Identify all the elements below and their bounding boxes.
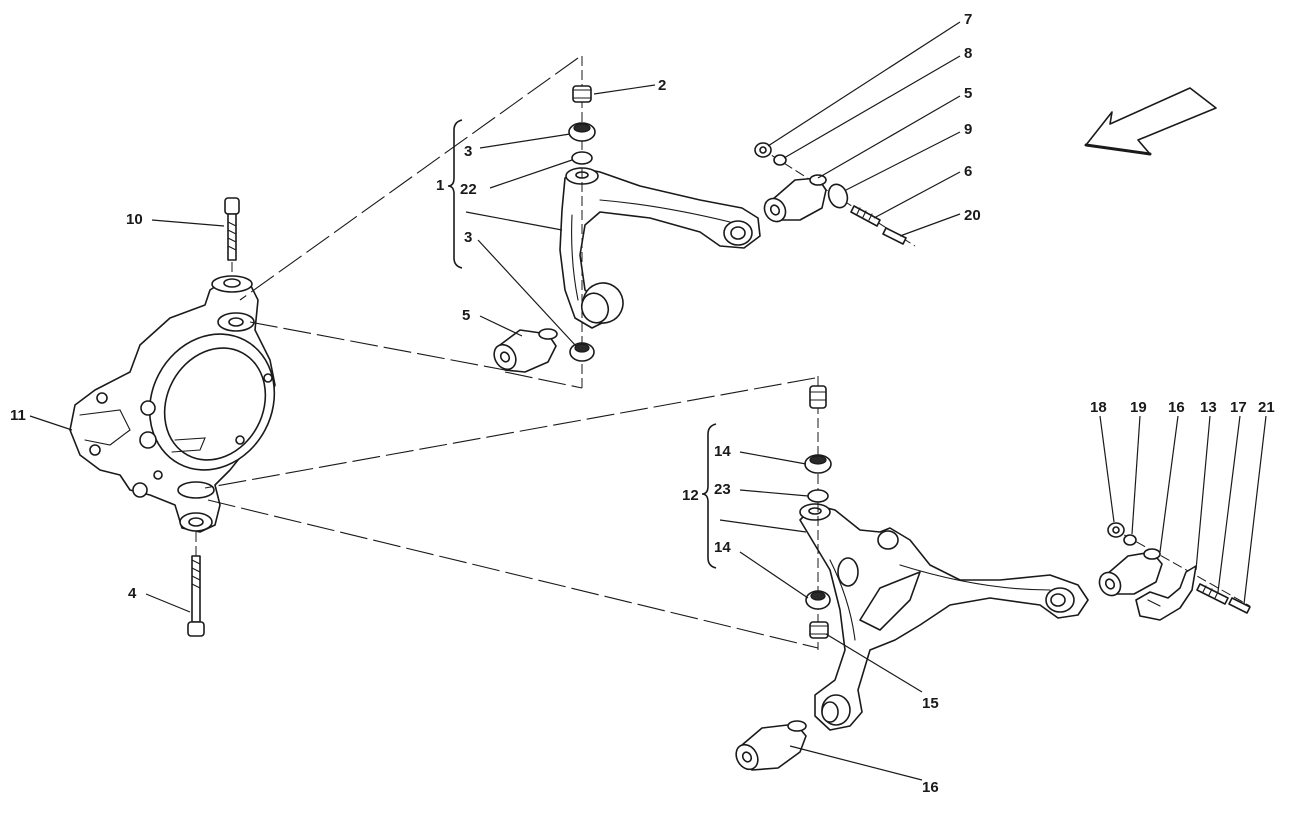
washer-22 (571, 151, 593, 165)
callout-9: 9 (964, 121, 972, 138)
bushing-15 (809, 621, 829, 639)
bolt-4 (187, 532, 205, 637)
assembly-phantom-lines (204, 57, 819, 649)
leader-lines (29, 21, 1267, 781)
callout-1: 1 (436, 177, 444, 194)
callout-12: 12 (682, 487, 699, 504)
bushing-16-right (1098, 548, 1163, 597)
direction-arrow-icon (1084, 87, 1217, 156)
washer-8 (773, 154, 787, 166)
cap-3-lower (569, 342, 595, 362)
upper-wishbone-arm (559, 167, 761, 329)
upper-outboard-bushing-assembly (754, 142, 916, 247)
cap-14-lower (805, 590, 831, 610)
callout-22: 22 (460, 181, 477, 198)
bushing-5-upper (763, 174, 827, 223)
callout-23: 23 (714, 481, 731, 498)
stud-17 (1196, 583, 1229, 605)
callout-7: 7 (964, 11, 972, 28)
callout-3-lower: 3 (464, 229, 472, 246)
callout-21: 21 (1258, 399, 1275, 416)
washer-19 (1123, 534, 1137, 546)
callout-labels: 7 8 5 9 6 20 2 3 22 1 3 5 10 11 4 14 23 … (10, 11, 1275, 796)
bushing-16-lower (735, 720, 807, 771)
callout-5-upper: 5 (964, 85, 972, 102)
brace-group-1 (447, 119, 463, 269)
callout-18: 18 (1090, 399, 1107, 416)
washer-23 (807, 489, 829, 503)
callout-11: 11 (10, 407, 26, 424)
callout-17: 17 (1230, 399, 1247, 416)
callout-19: 19 (1130, 399, 1147, 416)
nut-7 (754, 142, 772, 158)
cap-3-upper (568, 122, 596, 142)
callout-16-lower: 16 (922, 779, 939, 796)
callout-6: 6 (964, 163, 972, 180)
bushing-5-lower (493, 328, 558, 373)
callout-2: 2 (658, 77, 666, 94)
callout-14-upper: 14 (714, 443, 731, 460)
nut-18 (1107, 522, 1125, 538)
callout-20: 20 (964, 207, 981, 224)
bolt-10 (224, 197, 240, 276)
callout-14-lower: 14 (714, 539, 731, 556)
callout-8: 8 (964, 45, 972, 62)
callout-16-right: 16 (1168, 399, 1185, 416)
grub-screw-20 (882, 227, 907, 245)
cap-14-upper (804, 454, 832, 474)
steering-knuckle (69, 275, 276, 533)
callout-13: 13 (1200, 399, 1217, 416)
brace-group-12 (701, 423, 717, 569)
lower-wishbone-arm (799, 503, 1089, 731)
callout-10: 10 (126, 211, 143, 228)
lower-outboard-bushing-assembly (1098, 522, 1251, 621)
washer-9 (827, 183, 849, 209)
callout-3-upper: 3 (464, 143, 472, 160)
bushing-2 (572, 85, 592, 103)
bushing-top-lower (809, 385, 827, 409)
callout-5-lower: 5 (462, 307, 470, 324)
callout-15: 15 (922, 695, 939, 712)
stud-6 (850, 205, 881, 227)
callout-4: 4 (128, 585, 137, 602)
